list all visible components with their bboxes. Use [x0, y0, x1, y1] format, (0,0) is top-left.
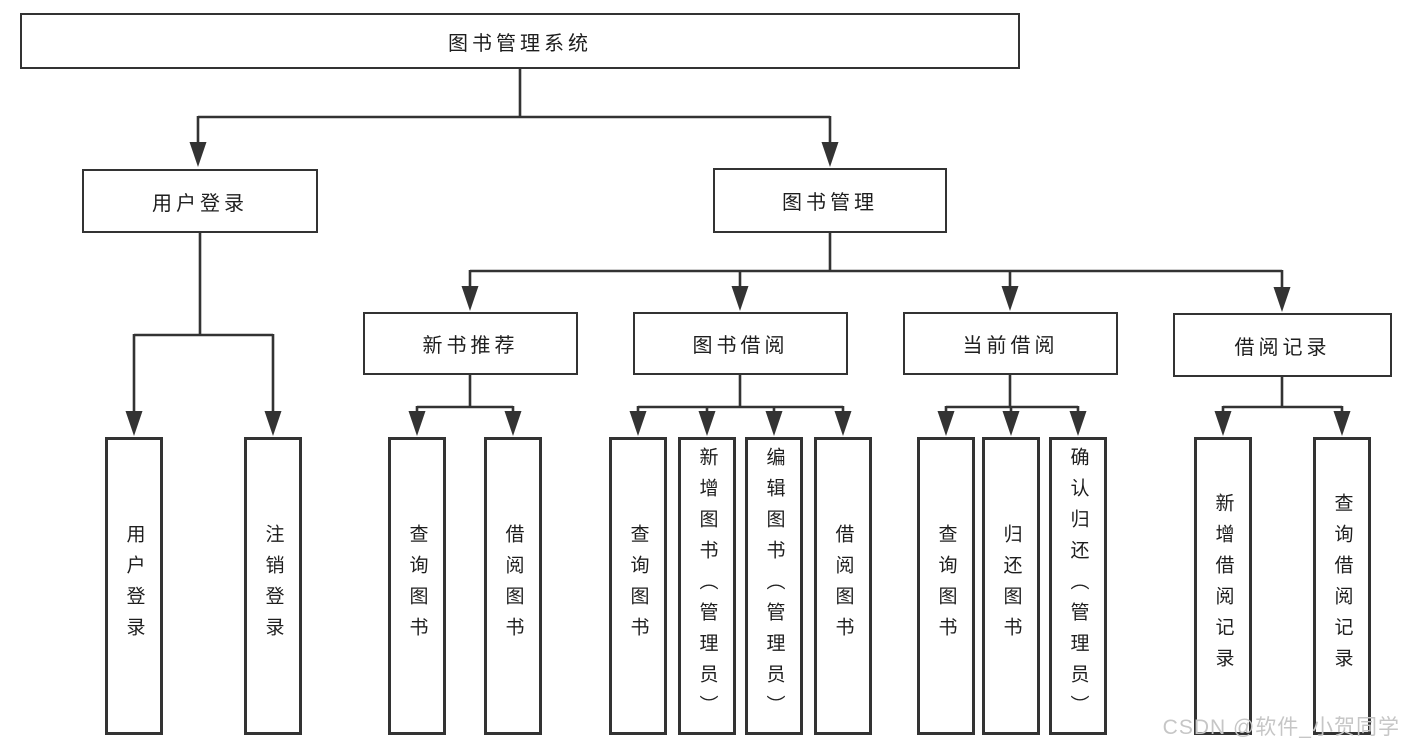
node-new-book-recommend: 新书推荐 — [363, 312, 578, 375]
connector-root-to-level2 — [196, 69, 832, 144]
arrowhead — [698, 411, 716, 436]
arrowhead — [1002, 411, 1020, 436]
node-root: 图书管理系统 — [20, 13, 1020, 69]
leaf-user-login: 用户登录 — [105, 437, 163, 735]
connector-book-borrowing-to-leaves — [636, 375, 845, 414]
connector-current-borrowing-to-leaves — [944, 375, 1080, 414]
leaf-query-books-recommend: 查询图书 — [388, 437, 446, 735]
leaf-edit-books-admin: 编辑图书（管理员） — [745, 437, 803, 735]
node-borrowing-records: 借阅记录 — [1173, 313, 1392, 377]
arrowhead — [504, 411, 522, 436]
arrowhead — [1333, 411, 1351, 436]
arrowhead — [731, 286, 749, 311]
arrowhead — [765, 411, 783, 436]
leaf-add-books-admin: 新增图书（管理员） — [678, 437, 736, 735]
connector-borrowing-records-to-leaves — [1221, 377, 1344, 414]
leaf-add-borrow-record: 新增借阅记录 — [1194, 437, 1252, 735]
connector-user-login-to-leaves — [132, 233, 275, 414]
arrowhead — [1273, 287, 1291, 312]
node-user-login: 用户登录 — [82, 169, 318, 233]
arrowhead — [629, 411, 647, 436]
leaf-return-books: 归还图书 — [982, 437, 1040, 735]
arrowhead — [408, 411, 426, 436]
connector-new-book-recommend-to-leaves — [415, 375, 515, 414]
arrowhead — [821, 142, 839, 167]
node-book-management: 图书管理 — [713, 168, 947, 233]
leaf-query-books-borrowing: 查询图书 — [609, 437, 667, 735]
leaf-query-books-current: 查询图书 — [917, 437, 975, 735]
leaf-borrow-books-recommend: 借阅图书 — [484, 437, 542, 735]
arrowhead — [1214, 411, 1232, 436]
arrowhead — [1069, 411, 1087, 436]
leaf-confirm-return-admin: 确认归还（管理员） — [1049, 437, 1107, 735]
csdn-watermark: CSDN @软件_小贺同学 — [1162, 716, 1400, 739]
arrowhead — [1001, 286, 1019, 311]
leaf-logout: 注销登录 — [244, 437, 302, 735]
leaf-borrow-books-borrowing: 借阅图书 — [814, 437, 872, 735]
arrowhead — [125, 411, 143, 436]
arrowhead — [834, 411, 852, 436]
arrowhead — [937, 411, 955, 436]
connector-book-management-to-level3 — [468, 233, 1284, 290]
arrowhead — [189, 142, 207, 167]
arrowhead — [264, 411, 282, 436]
leaf-query-borrow-record: 查询借阅记录 — [1313, 437, 1371, 735]
node-book-borrowing: 图书借阅 — [633, 312, 848, 375]
arrowhead — [461, 286, 479, 311]
node-current-borrowing: 当前借阅 — [903, 312, 1118, 375]
